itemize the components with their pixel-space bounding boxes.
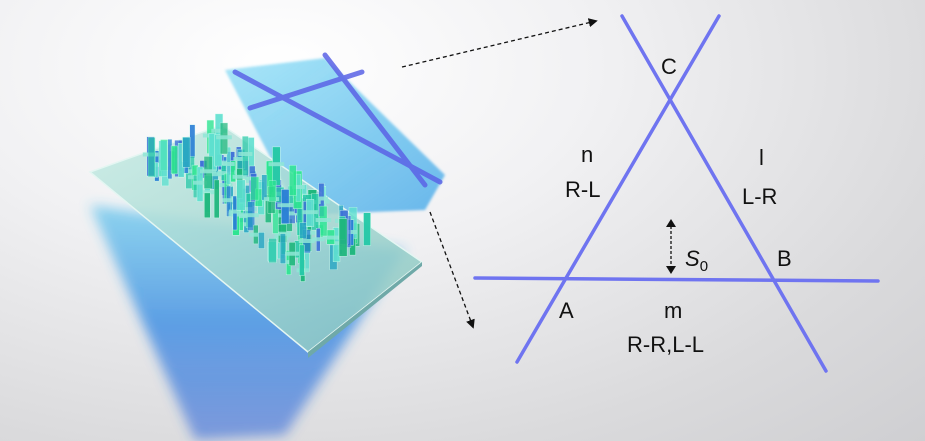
- crystal-block: [279, 233, 286, 264]
- line-m-type: R-R,L-L: [627, 332, 704, 357]
- crystal-block: [268, 238, 277, 263]
- crystal-crossbar: [277, 203, 294, 208]
- crystal-crossbar: [298, 239, 315, 243]
- crystal-crossbar: [217, 171, 231, 176]
- crystal-crossbar: [315, 218, 332, 222]
- crystal-block: [363, 212, 371, 246]
- crystal-block: [236, 179, 246, 211]
- line-n-name: n: [581, 142, 593, 167]
- line-intersection-diagram: C A B n R-L l L-R m R-R,L-L S0: [473, 14, 880, 373]
- crystal-crossbar: [211, 128, 227, 133]
- crystal-crossbar: [216, 135, 232, 140]
- glass-plate-edge: [308, 262, 422, 358]
- crystal-block: [189, 124, 196, 159]
- crystal-crossbar: [243, 213, 259, 218]
- lower-dashed-arrow: [429, 211, 475, 329]
- crystal-crossbar: [181, 169, 199, 174]
- crystal-crossbar: [283, 211, 300, 216]
- line-l-name: l: [759, 145, 764, 170]
- crystal-crossbar: [312, 237, 325, 242]
- crystal-block: [158, 140, 168, 177]
- crystal-crossbar: [314, 196, 329, 201]
- crystal-block: [204, 192, 211, 218]
- crystal-block: [268, 180, 277, 202]
- crystal-crossbar: [228, 209, 241, 214]
- crystal-crossbar: [282, 260, 295, 265]
- crystal-block: [250, 176, 260, 201]
- gap-label: S0: [685, 246, 708, 275]
- crystal-crossbar: [222, 162, 235, 166]
- crystal-block: [258, 232, 265, 249]
- sample-illustration: [88, 52, 445, 440]
- crystal-crossbar: [249, 232, 263, 237]
- line-n-type: R-L: [565, 177, 600, 202]
- crystal-crossbar: [200, 169, 217, 174]
- crystal-block: [170, 145, 178, 175]
- vertex-a-label: A: [559, 298, 574, 323]
- upper-dashed-arrow: [401, 18, 598, 68]
- line-n: [515, 14, 721, 364]
- line-l: [620, 14, 828, 373]
- crystal-crossbar: [206, 172, 223, 177]
- crystal-crossbar: [268, 162, 285, 167]
- crystal-block: [338, 218, 348, 257]
- crystal-crossbar: [292, 185, 305, 189]
- crystal-block: [272, 208, 279, 234]
- gap-subscript: 0: [700, 258, 708, 275]
- crystal-crossbar: [232, 174, 247, 179]
- crystal-block: [182, 136, 191, 168]
- gap-arrow-head-down: [666, 266, 676, 274]
- crystal-block: [289, 165, 297, 196]
- crystal-block: [213, 179, 220, 219]
- crystal-crossbar: [200, 190, 215, 195]
- crystal-crossbar: [238, 152, 253, 156]
- line-m: [473, 276, 880, 283]
- crystal-crossbar: [193, 180, 207, 185]
- crystal-block: [299, 222, 307, 239]
- crystal-crossbar: [302, 210, 318, 215]
- crystal-crossbar: [222, 198, 235, 203]
- vertex-b-label: B: [777, 246, 792, 271]
- line-m-name: m: [664, 298, 682, 323]
- crystal-crossbar: [329, 241, 344, 246]
- crystal-crossbar: [322, 235, 339, 240]
- crystal-block: [261, 174, 268, 201]
- crystal-block: [299, 244, 305, 276]
- crystal-crossbar: [285, 251, 300, 256]
- gap-symbol: S: [685, 246, 700, 271]
- gap-arrow-head-up: [666, 219, 676, 227]
- crystal-block: [147, 137, 156, 178]
- crystal-crossbar: [233, 157, 249, 161]
- line-l-type: L-R: [742, 184, 777, 209]
- vertex-c-label: C: [661, 54, 677, 79]
- projected-lines: [232, 52, 443, 188]
- crystal-crossbar: [274, 213, 287, 218]
- crystal-array: [142, 113, 371, 282]
